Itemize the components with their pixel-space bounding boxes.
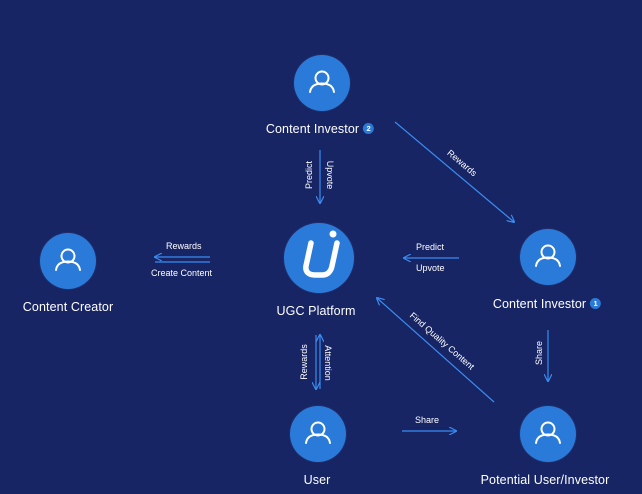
- platform-node: [284, 223, 354, 293]
- investor-right-badge: 1: [590, 298, 602, 310]
- user-icon: [305, 421, 331, 444]
- creator-node: [40, 233, 96, 289]
- user-icon: [535, 421, 561, 444]
- user-icon: [535, 244, 561, 267]
- edge-creator-rewards: Rewards: [166, 241, 202, 251]
- arrow-find-quality: [377, 298, 495, 403]
- user-icon: [309, 70, 335, 93]
- edge-top-upvote: Upvote: [325, 160, 335, 190]
- edge-right-upvote: Upvote: [416, 263, 445, 273]
- user-node: [290, 406, 346, 462]
- edge-user-rewards: Rewards: [299, 344, 309, 380]
- investor-top-text: Content Investor: [265, 122, 360, 136]
- edge-user-attention: Attention: [323, 345, 333, 381]
- platform-label: UGC Platform: [276, 304, 356, 318]
- arrow-rewards-to-right-investor: [394, 121, 514, 222]
- potential-label: Potential User/Investor: [480, 473, 610, 487]
- edge-user-share: Share: [415, 415, 440, 425]
- potential-node: [520, 406, 576, 462]
- investor-right-node: [520, 229, 576, 285]
- edge-right-predict: Predict: [416, 242, 445, 252]
- edge-right-share: Share: [534, 340, 544, 366]
- user-icon: [55, 248, 81, 271]
- investor-top-node: [294, 55, 350, 111]
- creator-label: Content Creator: [22, 300, 114, 314]
- platform-logo-icon: [303, 230, 340, 278]
- user-label: User: [303, 473, 331, 487]
- investor-right-text: Content Investor: [492, 297, 587, 311]
- edge-top-predict: Predict: [304, 161, 314, 190]
- investor-top-badge: 2: [363, 123, 375, 135]
- edge-creator-create: Create Content: [151, 268, 213, 278]
